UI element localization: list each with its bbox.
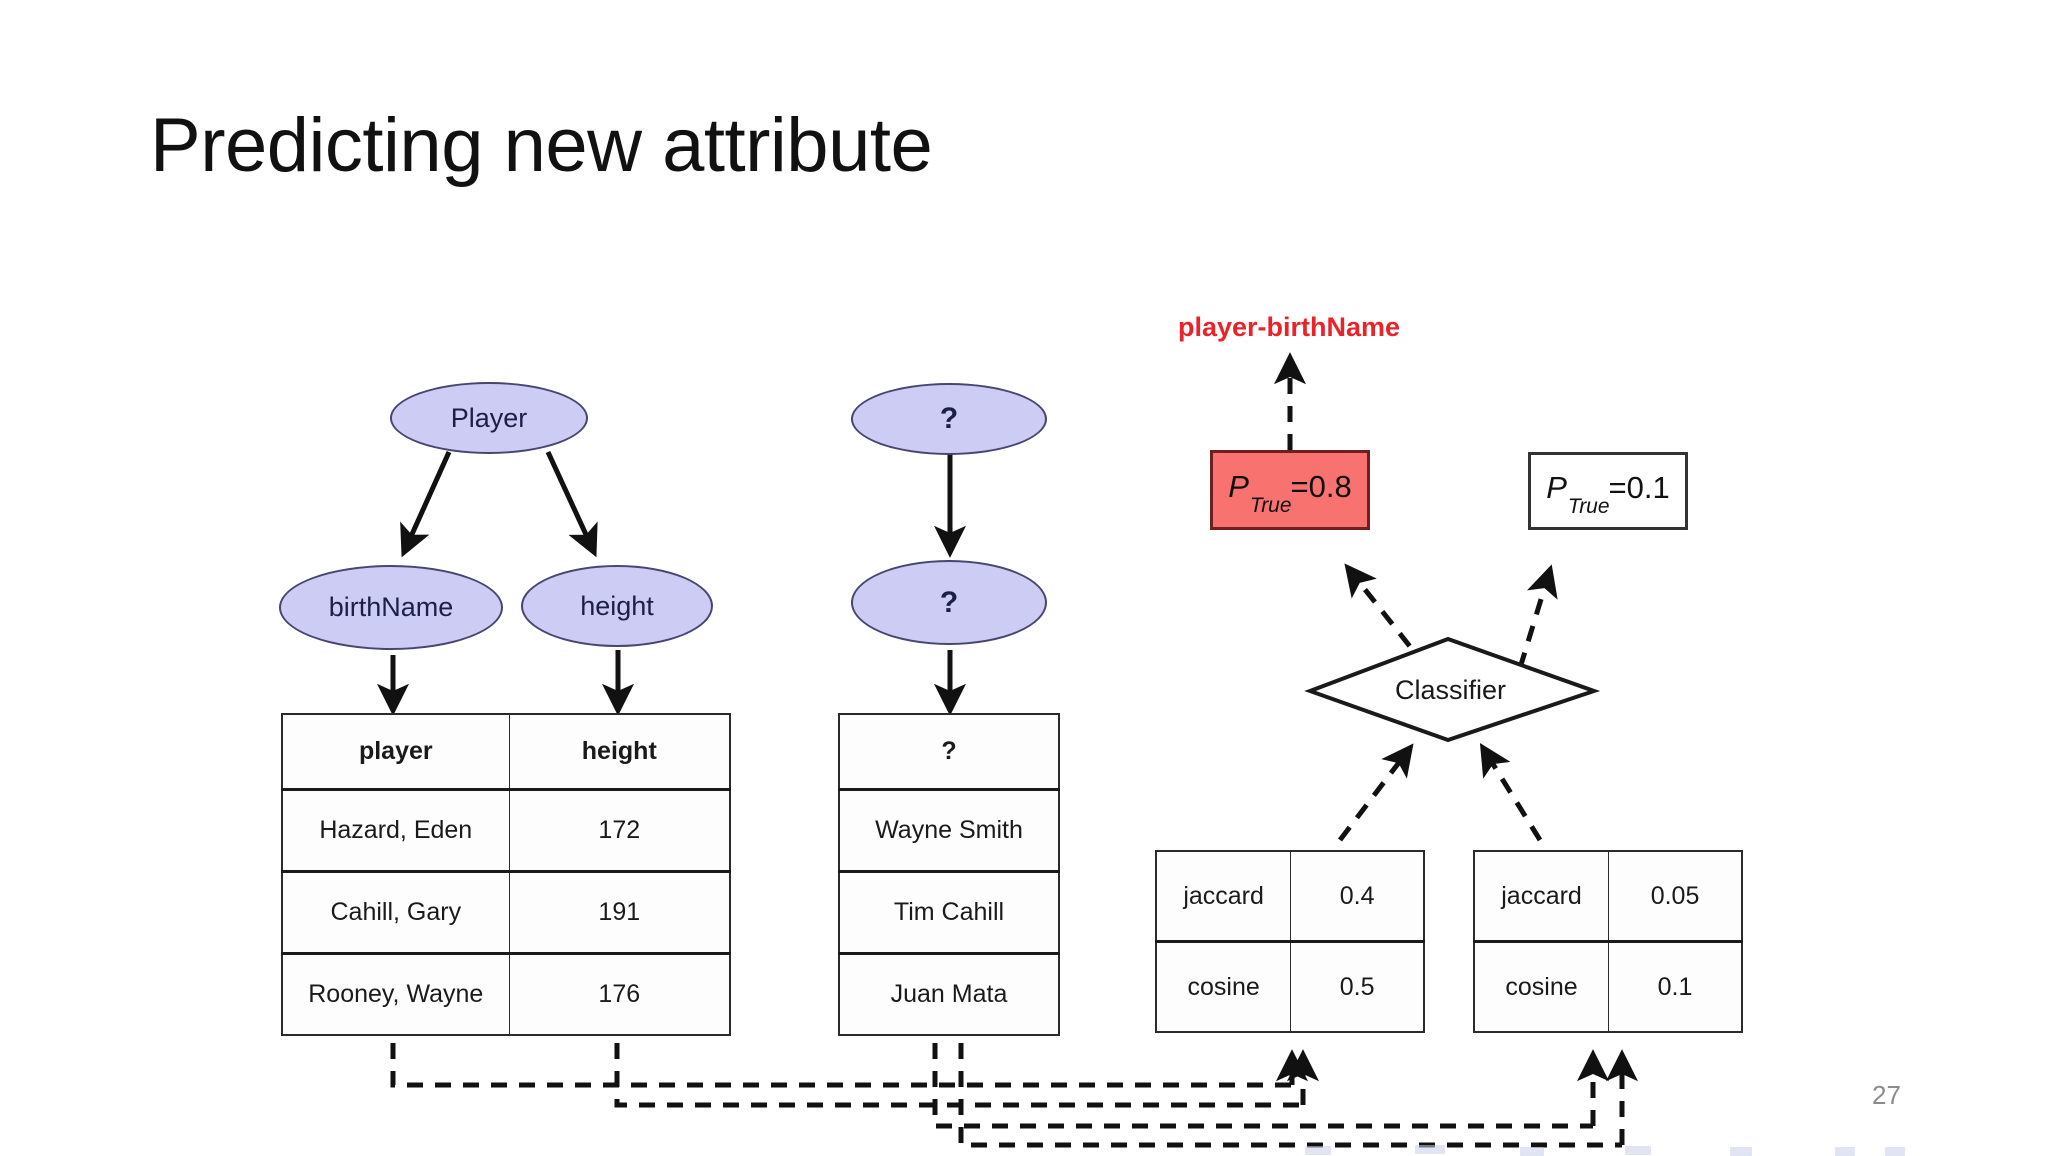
feature-table-right[interactable]: jaccard 0.05 cosine 0.1: [1473, 850, 1743, 1033]
node-unknown-child-label: ?: [939, 585, 959, 619]
edge-features-left-to-classifier: [1338, 743, 1414, 842]
table-header-row: player height: [281, 713, 731, 791]
unknown-data-table[interactable]: ? Wayne Smith Tim Cahill Juan Mata: [838, 713, 1060, 1036]
table-header-player: player: [281, 713, 510, 791]
feature-right-value-1: 0.1: [1608, 940, 1743, 1033]
prob-low-value: 0.1: [1626, 470, 1670, 506]
cell-unknown-2: Juan Mata: [838, 952, 1060, 1036]
cell-player-2: Rooney, Wayne: [281, 952, 510, 1036]
table-row[interactable]: jaccard 0.4: [1155, 850, 1425, 942]
prob-low-eq: =: [1608, 470, 1627, 506]
node-height-label: height: [580, 590, 654, 621]
table-header-unknown: ?: [838, 713, 1060, 791]
table-row[interactable]: Cahill, Gary 191: [281, 870, 731, 954]
cell-height-1: 191: [508, 870, 731, 954]
cell-player-0: Hazard, Eden: [281, 789, 510, 872]
node-player-label: Player: [450, 402, 528, 433]
feature-left-name-0: jaccard: [1155, 850, 1292, 942]
prob-low-sub: True: [1567, 494, 1610, 518]
feature-left-value-1: 0.5: [1290, 940, 1425, 1033]
feature-right-value-0: 0.05: [1608, 850, 1743, 942]
edge-features-right-to-classifier: [1479, 743, 1543, 842]
node-birthname[interactable]: birthName: [279, 565, 503, 650]
prob-high-eq: =: [1290, 469, 1309, 505]
cell-unknown-1: Tim Cahill: [838, 870, 1060, 954]
table-row[interactable]: jaccard 0.05: [1473, 850, 1743, 942]
prob-high-value: 0.8: [1308, 469, 1352, 505]
edge-left-table-to-features-1: [390, 1043, 1292, 1088]
bottom-artifact: [1625, 1146, 1651, 1155]
node-player[interactable]: Player: [390, 382, 588, 454]
edge-left-table-to-features-2: [614, 1043, 1303, 1108]
classifier-label[interactable]: Classifier: [1395, 675, 1507, 705]
feature-left-name-1: cosine: [1155, 940, 1292, 1033]
known-data-table[interactable]: player height Hazard, Eden 172 Cahill, G…: [281, 713, 731, 1036]
feature-right-name-0: jaccard: [1473, 850, 1610, 942]
node-unknown-root-label: ?: [939, 402, 959, 435]
cell-height-2: 176: [508, 952, 731, 1036]
probability-box-highlighted[interactable]: PTrue=0.8: [1210, 450, 1370, 530]
probability-box-plain[interactable]: PTrue=0.1: [1528, 452, 1688, 530]
table-row[interactable]: Tim Cahill: [838, 870, 1060, 954]
prob-low-var: P: [1546, 470, 1567, 506]
bottom-artifact: [1305, 1146, 1331, 1155]
table-row[interactable]: Wayne Smith: [838, 789, 1060, 872]
edge-mid-table-to-features-3: [932, 1043, 1593, 1129]
edge-mid-table-to-features-4: [958, 1043, 1622, 1148]
prob-high-var: P: [1228, 469, 1249, 505]
table-header-height: height: [508, 713, 731, 791]
edge-player-to-birthname: [400, 450, 452, 558]
table-header-row: ?: [838, 713, 1060, 791]
node-birthname-label: birthName: [328, 592, 454, 622]
feature-right-name-1: cosine: [1473, 940, 1610, 1033]
feature-table-left[interactable]: jaccard 0.4 cosine 0.5: [1155, 850, 1425, 1033]
page-title: Predicting new attribute: [150, 103, 933, 188]
table-row[interactable]: cosine 0.5: [1155, 940, 1425, 1033]
edge-player-to-height: [545, 450, 598, 558]
edge-classifier-to-prob-high: [1344, 563, 1429, 670]
table-row[interactable]: Hazard, Eden 172: [281, 789, 731, 872]
cell-unknown-0: Wayne Smith: [838, 789, 1060, 872]
prob-low-formula: PTrue=0.1: [1546, 470, 1670, 517]
prob-high-formula: PTrue=0.8: [1228, 469, 1352, 516]
node-unknown-root[interactable]: ?: [851, 383, 1047, 455]
target-attribute-label: player-birthName: [1178, 312, 1401, 342]
prob-high-sub: True: [1249, 493, 1292, 517]
cell-player-1: Cahill, Gary: [281, 870, 510, 954]
table-row[interactable]: Juan Mata: [838, 952, 1060, 1036]
bottom-artifact: [1415, 1145, 1445, 1154]
page-number: 27: [1872, 1080, 1901, 1110]
node-unknown-child[interactable]: ?: [851, 560, 1047, 645]
table-row[interactable]: cosine 0.1: [1473, 940, 1743, 1033]
cell-height-0: 172: [508, 789, 731, 872]
table-row[interactable]: Rooney, Wayne 176: [281, 952, 731, 1036]
edge-classifier-to-prob-low: [1517, 564, 1558, 669]
node-height[interactable]: height: [521, 565, 713, 647]
feature-left-value-0: 0.4: [1290, 850, 1425, 942]
